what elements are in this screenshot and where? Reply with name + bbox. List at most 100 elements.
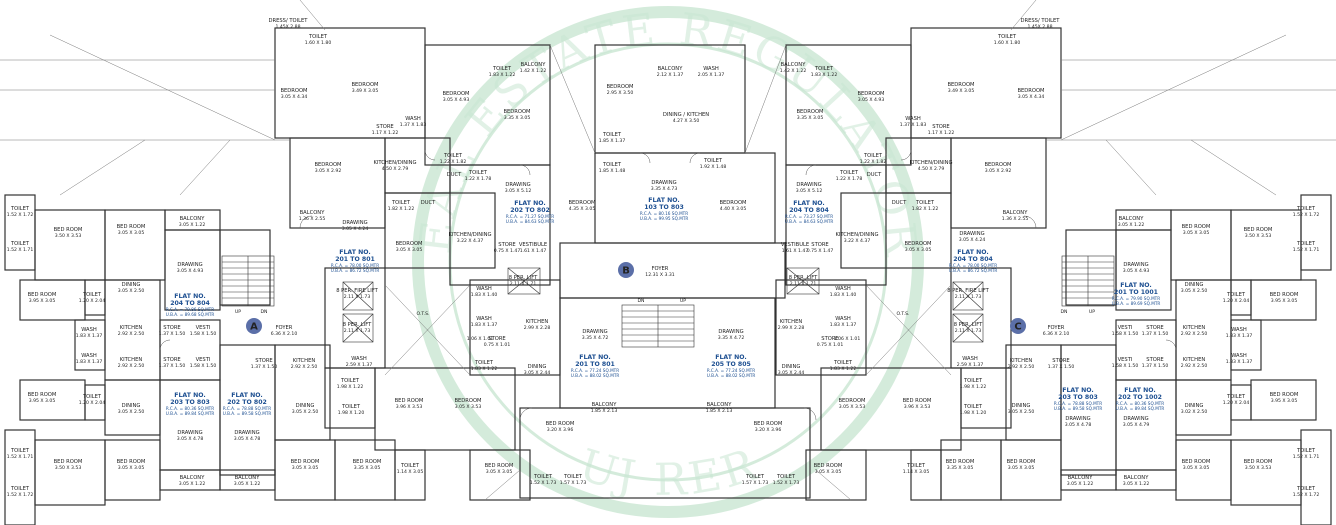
room-label: BEDROOM xyxy=(1017,88,1044,94)
room-dimension: 3.96 X 3.53 xyxy=(904,404,931,410)
room-label: DRAWING xyxy=(342,220,367,226)
stair-mark: DN xyxy=(1061,309,1068,315)
room-label: TOILET xyxy=(82,394,102,400)
room-dimension: 1.57 X 1.73 xyxy=(742,480,769,486)
room-dimension: 3.50 X 3.53 xyxy=(1245,465,1272,471)
room-dimension: 2.11 X 1.71 xyxy=(790,281,817,287)
room-dimension: 2.05 X 1.37 xyxy=(698,72,725,78)
flat-uba: U.B.A. = 89.58 SQ.MTR xyxy=(1054,406,1103,411)
room-dimension: 1.85 X 1.48 xyxy=(599,168,626,174)
room-label: BEDROOM xyxy=(395,241,422,247)
guide-lines xyxy=(0,0,1336,501)
room-dimension: 3.05 X 3.05 xyxy=(118,465,145,471)
room-label: BED ROOM xyxy=(28,392,57,398)
room-dimension: 1.37 X 1.50 xyxy=(159,331,186,337)
room-label: DRAWING xyxy=(796,182,821,188)
room-dimension: 3.05 X 2.50 xyxy=(1181,288,1208,294)
room-label: VESTI xyxy=(1118,357,1133,363)
room-dimension: 1.45X 2.88 xyxy=(275,24,300,30)
room-label: FOYER xyxy=(276,325,293,331)
wing-badge xyxy=(1010,318,1026,334)
room-dimension: 1.82 X 1.22 xyxy=(388,206,415,212)
room-label: DINING xyxy=(122,403,141,409)
room-dimension: 3.05 X 3.05 xyxy=(1008,465,1035,471)
room-label: TOILET xyxy=(1296,206,1316,212)
room-dimension: 1.83 X 1.37 xyxy=(1226,333,1253,339)
flat-uba: U.B.A. = 89.84 SQ.MTR xyxy=(1116,406,1165,411)
stair-mark: DN xyxy=(638,298,645,304)
flat-uba: U.B.A. = 89.69 SQ.MTR xyxy=(1112,301,1161,306)
room-label: KITCHEN xyxy=(1183,325,1206,331)
flat-rca: R.C.A. = 78.88 SQ.MTR xyxy=(223,406,271,411)
room-label: KITCHEN xyxy=(293,358,316,364)
room-dimension: 1.52 X 1.71 xyxy=(7,454,34,460)
room-label: TOILET xyxy=(602,132,622,138)
room-dimension: 3.95 X 3.05 xyxy=(1271,298,1298,304)
room-label: DRESS/ TOILET xyxy=(1021,18,1061,24)
flat-title: FLAT NO. xyxy=(1124,387,1156,394)
room-label: 8 PER. LIFT xyxy=(789,275,818,281)
room-label: BEDROOM xyxy=(857,91,884,97)
room-dimension: 1.83 X 1.40 xyxy=(471,292,498,298)
room-label: BED ROOM xyxy=(903,398,932,404)
lift-shafts xyxy=(342,267,984,343)
room-label: BED ROOM xyxy=(117,224,146,230)
room-dimension: 2.95 X 3.50 xyxy=(607,90,634,96)
room-label: WASH xyxy=(1231,327,1247,333)
room-label: 8 PER. FIRE LIFT xyxy=(947,288,989,294)
room-label: 8 PER. LIFT xyxy=(509,275,538,281)
flat-title: FLAT NO. xyxy=(1062,387,1094,394)
flat-title: FLAT NO. xyxy=(957,249,989,256)
room-label: WASH xyxy=(962,356,978,362)
flat-rca: R.C.A. = 78.88 SQ.MTR xyxy=(1054,401,1102,406)
wall-lines xyxy=(4,27,1332,525)
room-label: WASH xyxy=(905,116,921,122)
room-dimension: 1.22 X 1.82 xyxy=(860,159,887,165)
flat-rca: R.C.A. = 79.90 SQ.MTR xyxy=(1112,296,1160,301)
room-label: TOILET xyxy=(492,66,512,72)
flat-range: 202 TO 1002 xyxy=(1118,394,1162,401)
flat-range: 201 TO 1001 xyxy=(1114,289,1158,296)
room-label: BALCONY xyxy=(1124,475,1150,481)
room-label: WASH xyxy=(1231,353,1247,359)
room-dimension: 0.75 X 1.47 xyxy=(494,248,521,254)
room-label: VESTIBULE xyxy=(781,242,809,248)
room-label: KITCHEN/DINING xyxy=(835,232,878,238)
room-label: WASH xyxy=(703,66,719,72)
room-label: TOILET xyxy=(308,34,328,40)
room-dimension: 1.83 X 1.37 xyxy=(830,322,857,328)
room-label: TOILET xyxy=(833,360,853,366)
room-dimension: 3.05 X 2.44 xyxy=(778,370,805,376)
room-label: STORE xyxy=(163,325,180,331)
room-dimension: 3.05 X 1.22 xyxy=(1067,481,1094,487)
flat-range: 204 TO 804 xyxy=(789,207,829,214)
room-dimension: 2.92 X 2.50 xyxy=(118,363,145,369)
room-label: DINING xyxy=(1185,282,1204,288)
room-dimension: 1.58 X 1.50 xyxy=(190,331,217,337)
room-dimension: 1.52 X 1.73 xyxy=(530,480,557,486)
room-label: DRAWING xyxy=(651,180,676,186)
room-label: BALCONY xyxy=(658,66,684,72)
room-label: TOILET xyxy=(776,474,796,480)
room-dimension: 3.05 X 2.50 xyxy=(1008,409,1035,415)
room-dimension: 1.22 X 1.78 xyxy=(465,176,492,182)
room-dimension: 3.05 X 1.22 xyxy=(179,481,206,487)
room-dimension: 3.05 X 4.78 xyxy=(1065,422,1092,428)
room-dimension: 1.37 X 1.50 xyxy=(159,363,186,369)
room-dimension: 1.52 X 1.71 xyxy=(7,247,34,253)
room-dimension: 1.37 X 1.50 xyxy=(1142,331,1169,337)
room-dimension: 3.05 X 3.05 xyxy=(1183,230,1210,236)
room-dimension: 1.52 X 1.71 xyxy=(1293,454,1320,460)
room-label: BALCONY xyxy=(180,475,206,481)
stair-mark: DN xyxy=(261,309,268,315)
room-label: BEDROOM xyxy=(719,200,746,206)
room-dimension: 3.05 X 2.50 xyxy=(292,409,319,415)
flat-range: 203 TO 803 xyxy=(1058,394,1098,401)
flat-rca: R.C.A. = 78.00 SQ.MTR xyxy=(949,263,997,268)
room-label: BALCONY xyxy=(521,62,547,68)
room-dimension: 3.05 X 1.22 xyxy=(1123,481,1150,487)
room-label: VESTI xyxy=(196,325,211,331)
room-dimension: 2.92 X 2.50 xyxy=(291,364,318,370)
flat-title: FLAT NO. xyxy=(648,197,680,204)
room-label: TOILET xyxy=(963,378,983,384)
